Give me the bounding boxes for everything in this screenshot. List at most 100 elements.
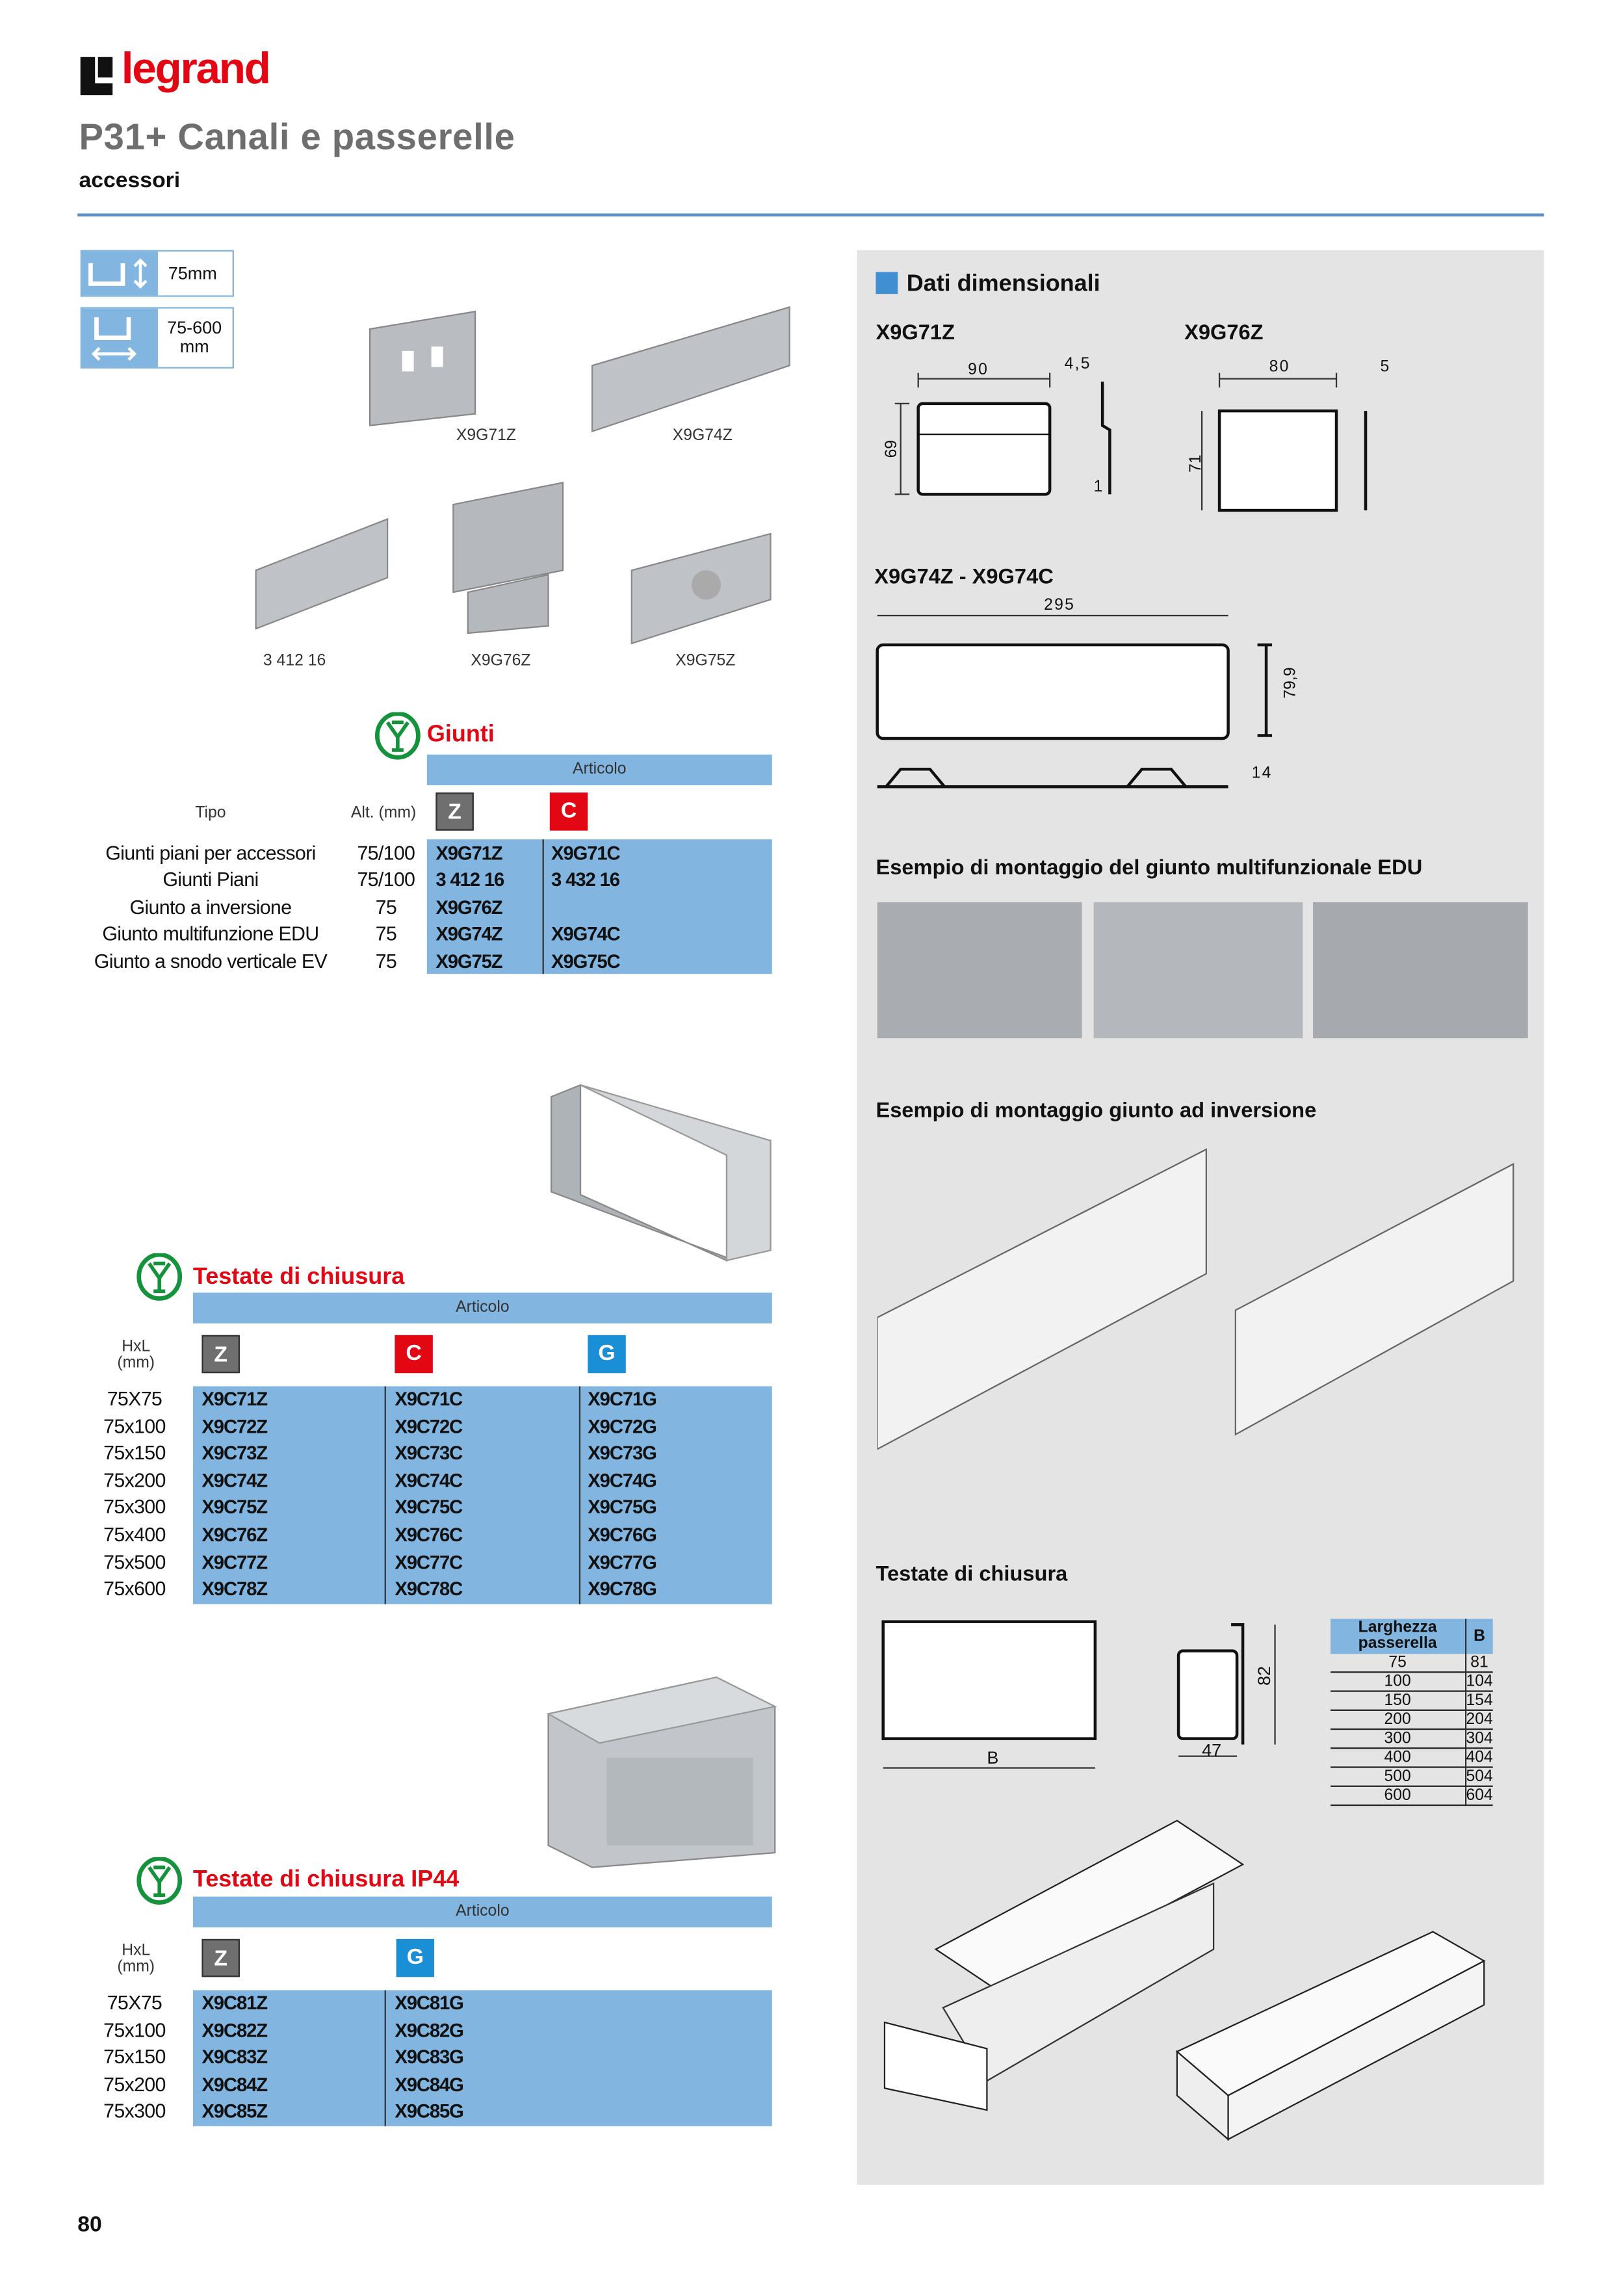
finish-badge-z: Z <box>201 1938 240 1977</box>
article-code-c: X9C74C <box>395 1469 463 1492</box>
article-code-z: X9C77Z <box>201 1550 268 1573</box>
tipo-cell: Giunto a inversione <box>129 896 292 919</box>
articolo-header: Articolo <box>426 754 772 785</box>
article-code-z: X9C73Z <box>201 1442 268 1465</box>
article-code-c: X9G74C <box>551 922 621 945</box>
legrand-logo-mark-icon <box>80 57 113 96</box>
article-code-c: X9G71C <box>551 842 621 865</box>
hxl-cell: 75x150 <box>103 2046 166 2068</box>
height-icon <box>81 251 158 296</box>
product-image-x9g75z <box>630 532 772 645</box>
article-code-g: X9C81G <box>395 1991 464 2014</box>
article-code-c: X9C78C <box>395 1578 463 1600</box>
article-code-z: X9G76Z <box>435 896 502 919</box>
panel-title: Dati dimensionali <box>906 272 1100 297</box>
articolo-header: Articolo <box>192 1896 772 1927</box>
article-code-g: X9C76G <box>588 1523 657 1546</box>
product-label: X9G71Z <box>456 426 517 445</box>
product-image-x9g76z <box>452 481 564 634</box>
testate-assembly-drawing <box>883 1820 1486 2141</box>
product-image-x9g74z <box>591 306 790 433</box>
hxl-cell: 75x300 <box>103 2100 166 2122</box>
quality-mark-icon <box>136 1253 183 1301</box>
col-hxl: HxL(mm) <box>117 1942 155 1976</box>
section-title-testate: Testate di chiusura <box>192 1264 405 1290</box>
finish-badge-c: C <box>549 792 588 831</box>
article-code-z: X9C76Z <box>201 1523 268 1546</box>
drawing-title: X9G74Z - X9G74C <box>874 566 1054 590</box>
article-code-g: X9C75G <box>588 1496 657 1519</box>
article-code-g: X9C72G <box>588 1415 657 1437</box>
finish-badge-c: C <box>395 1335 433 1374</box>
edu-photo-2 <box>1093 902 1303 1039</box>
article-code-g: X9C73G <box>588 1442 657 1465</box>
article-code-z: X9C83Z <box>201 2046 268 2068</box>
product-label: 3 412 16 <box>263 652 326 670</box>
section-title-testate-ip44: Testate di chiusura IP44 <box>192 1867 460 1892</box>
article-code-g: X9C77G <box>588 1550 657 1573</box>
drawing-x9g76z <box>1201 372 1368 512</box>
article-code-z: X9C71Z <box>201 1387 268 1410</box>
article-code-z: X9C74Z <box>201 1469 268 1492</box>
article-code-g: X9C78G <box>588 1578 657 1600</box>
hxl-cell: 75x150 <box>103 1442 166 1465</box>
drawing-title: X9G76Z <box>1184 321 1264 345</box>
tipo-cell: Giunti Piani <box>162 869 259 891</box>
article-code-c: X9C71C <box>395 1387 463 1410</box>
product-image-testata <box>550 1084 772 1262</box>
article-code-g: X9C85G <box>395 2100 464 2122</box>
article-code-z: X9C81Z <box>201 1991 268 2014</box>
dimensions-panel: Dati dimensionali X9G71Z X9G76Z 90 4,5 6… <box>857 250 1544 2185</box>
finish-badge-z: Z <box>435 792 474 831</box>
article-code-z: X9C82Z <box>201 2018 268 2041</box>
alt-cell: 75 <box>375 950 397 972</box>
article-code-z: X9C84Z <box>201 2073 268 2096</box>
alt-cell: 75/100 <box>357 842 415 865</box>
quality-mark-icon <box>375 712 421 760</box>
tipo-cell: Giunto a snodo verticale EV <box>94 950 328 972</box>
finish-badge-z: Z <box>201 1335 240 1374</box>
article-code-c: X9C73C <box>395 1442 463 1465</box>
product-image-x9g71z <box>369 310 476 426</box>
inversion-example-title: Esempio di montaggio giunto ad inversion… <box>876 1099 1317 1123</box>
alt-cell: 75 <box>375 922 397 945</box>
brand-name: legrand <box>121 45 271 94</box>
article-code-g: X9C74G <box>588 1469 657 1492</box>
product-label: X9G75Z <box>675 652 736 670</box>
article-code-z: X9G71Z <box>435 842 502 865</box>
testate-ip44-table <box>192 1990 772 2126</box>
article-code-z: 3 412 16 <box>435 869 504 891</box>
article-code-g: X9C84G <box>395 2073 464 2096</box>
article-code-c: X9C75C <box>395 1496 463 1519</box>
edu-photo-3 <box>1313 902 1528 1039</box>
alt-cell: 75 <box>375 896 397 919</box>
drawing-title: X9G71Z <box>876 321 955 345</box>
article-code-c: X9C77C <box>395 1550 463 1573</box>
section-square-icon <box>876 272 898 294</box>
article-code-z: X9G75Z <box>435 950 502 972</box>
page-title: P31+ Canali e passerelle <box>79 116 515 158</box>
page-subtitle: accessori <box>79 168 181 193</box>
finish-badge-g: G <box>588 1335 626 1374</box>
hxl-cell: 75x200 <box>103 1469 166 1492</box>
col-alt: Alt. (mm) <box>350 804 417 822</box>
article-code-c: 3 432 16 <box>551 869 620 891</box>
spec-height: 75mm <box>80 250 234 297</box>
drawing-x9g71z <box>894 372 1111 496</box>
tipo-cell: Giunti piani per accessori <box>105 842 316 865</box>
testate-table <box>192 1386 772 1604</box>
hxl-cell: 75x500 <box>103 1550 166 1573</box>
page-number: 80 <box>77 2212 102 2237</box>
edu-example-title: Esempio di montaggio del giunto multifun… <box>876 857 1423 881</box>
hxl-cell: 75x600 <box>103 1578 166 1600</box>
hxl-cell: 75X75 <box>107 1387 162 1410</box>
quality-mark-icon <box>136 1857 183 1905</box>
hxl-cell: 75x400 <box>103 1523 166 1546</box>
article-code-z: X9C75Z <box>201 1496 268 1519</box>
